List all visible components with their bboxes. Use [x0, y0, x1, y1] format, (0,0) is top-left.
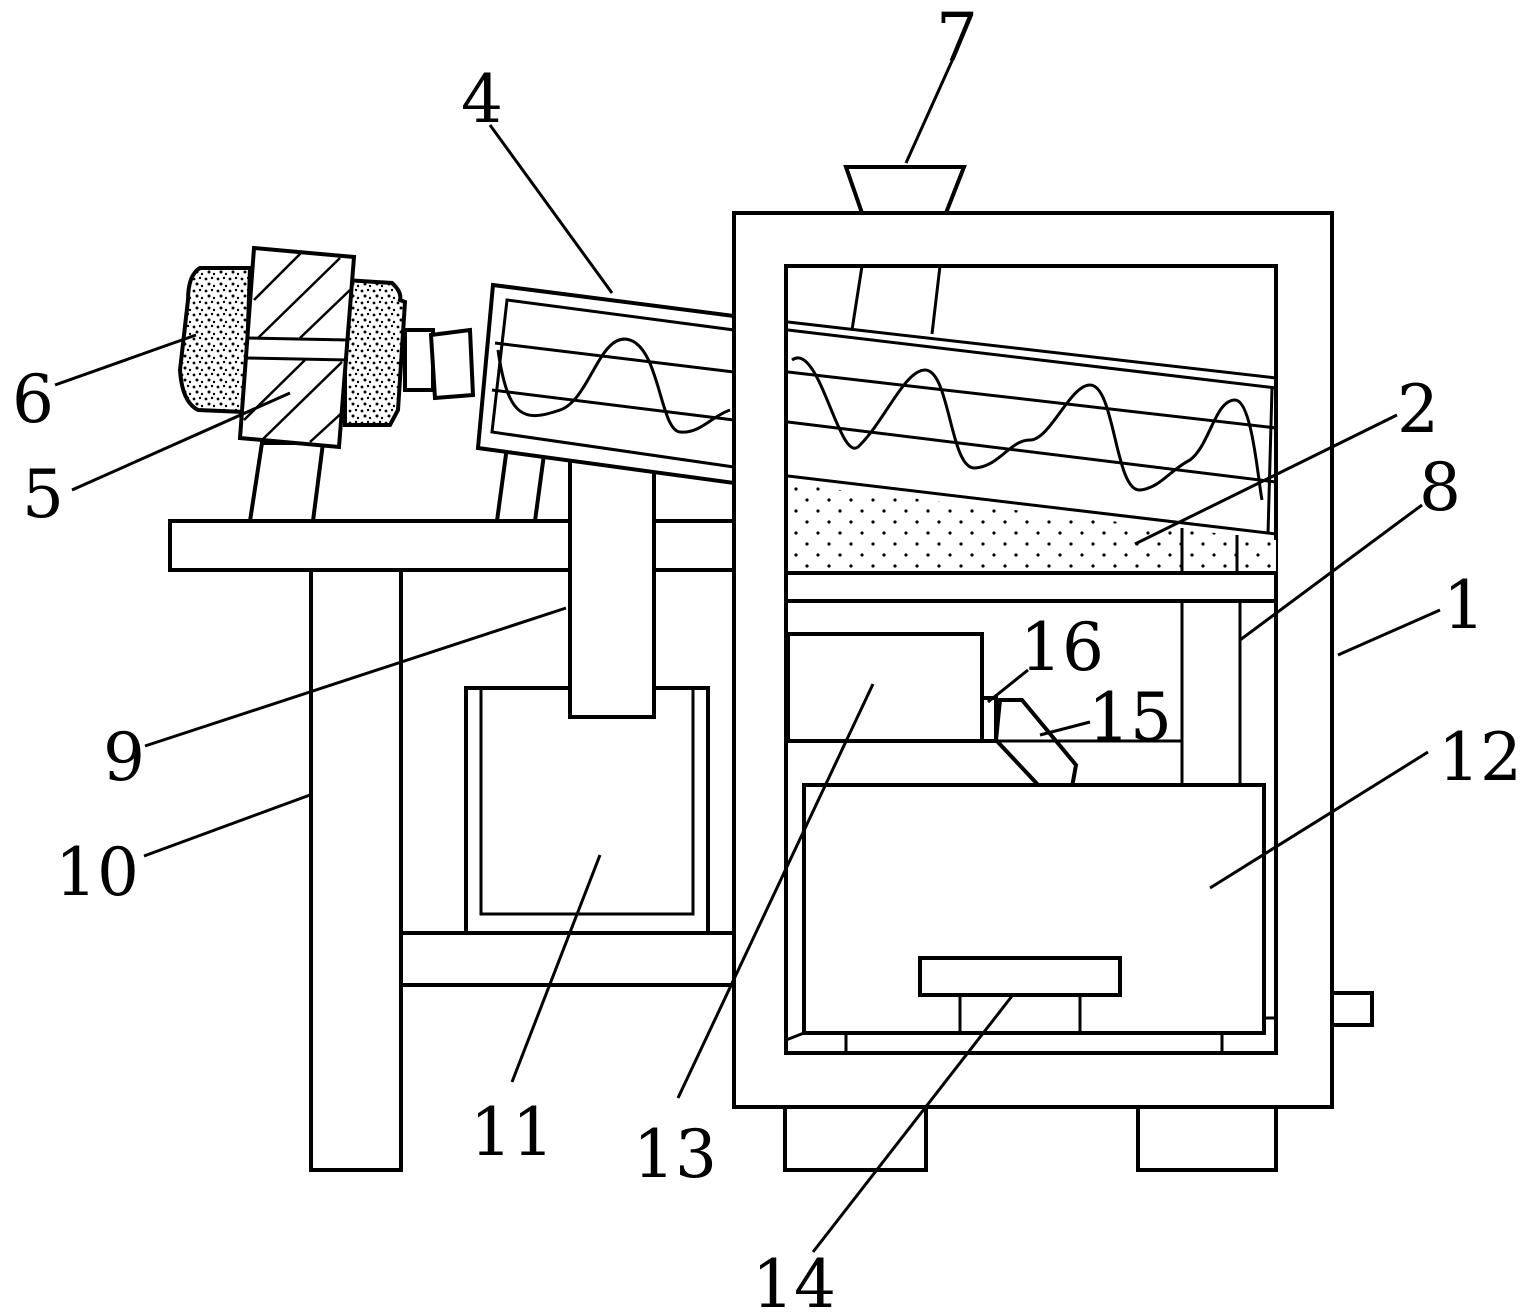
outlet-nozzle — [1330, 991, 1374, 1027]
label-11: 11 — [470, 1094, 554, 1171]
frame-leg — [309, 568, 403, 1172]
label-14: 14 — [752, 1246, 836, 1315]
label-2: 2 — [1397, 371, 1439, 448]
support-rods — [1180, 601, 1242, 785]
cooling-unit — [177, 266, 253, 415]
screw-conveyor-outer — [475, 282, 736, 486]
label-7: 7 — [936, 0, 978, 76]
reference-labels: 1 2 4 5 6 7 8 9 10 11 12 13 14 15 16 — [12, 0, 1522, 1315]
motor — [177, 245, 476, 450]
label-5: 5 — [22, 456, 64, 533]
label-9: 9 — [103, 719, 145, 796]
label-15: 15 — [1088, 679, 1172, 756]
screen-plate — [784, 571, 1278, 603]
collection-tray — [785, 739, 1276, 1053]
collection-box — [464, 686, 710, 935]
filter-screen — [784, 484, 1278, 603]
label-1: 1 — [1443, 567, 1485, 644]
cooling-unit — [343, 277, 408, 427]
label-6: 6 — [12, 361, 54, 438]
coupling — [428, 327, 476, 401]
label-16: 16 — [1020, 609, 1104, 686]
label-10: 10 — [55, 834, 139, 911]
motor-supports — [247, 441, 548, 523]
label-8: 8 — [1419, 449, 1461, 526]
leader-lines — [54, 51, 1441, 1253]
label-13: 13 — [633, 1116, 717, 1193]
vibration-motor — [786, 632, 998, 743]
housing-feet — [783, 1105, 1278, 1172]
feed-hopper — [843, 165, 967, 335]
screw-conveyor-inner — [787, 320, 1277, 536]
discharge-pipe — [568, 453, 656, 719]
label-12: 12 — [1438, 719, 1522, 796]
motor-shaft — [980, 696, 998, 743]
tray-handle — [918, 956, 1122, 1033]
motor-shaft — [403, 328, 435, 392]
label-4: 4 — [461, 61, 503, 138]
